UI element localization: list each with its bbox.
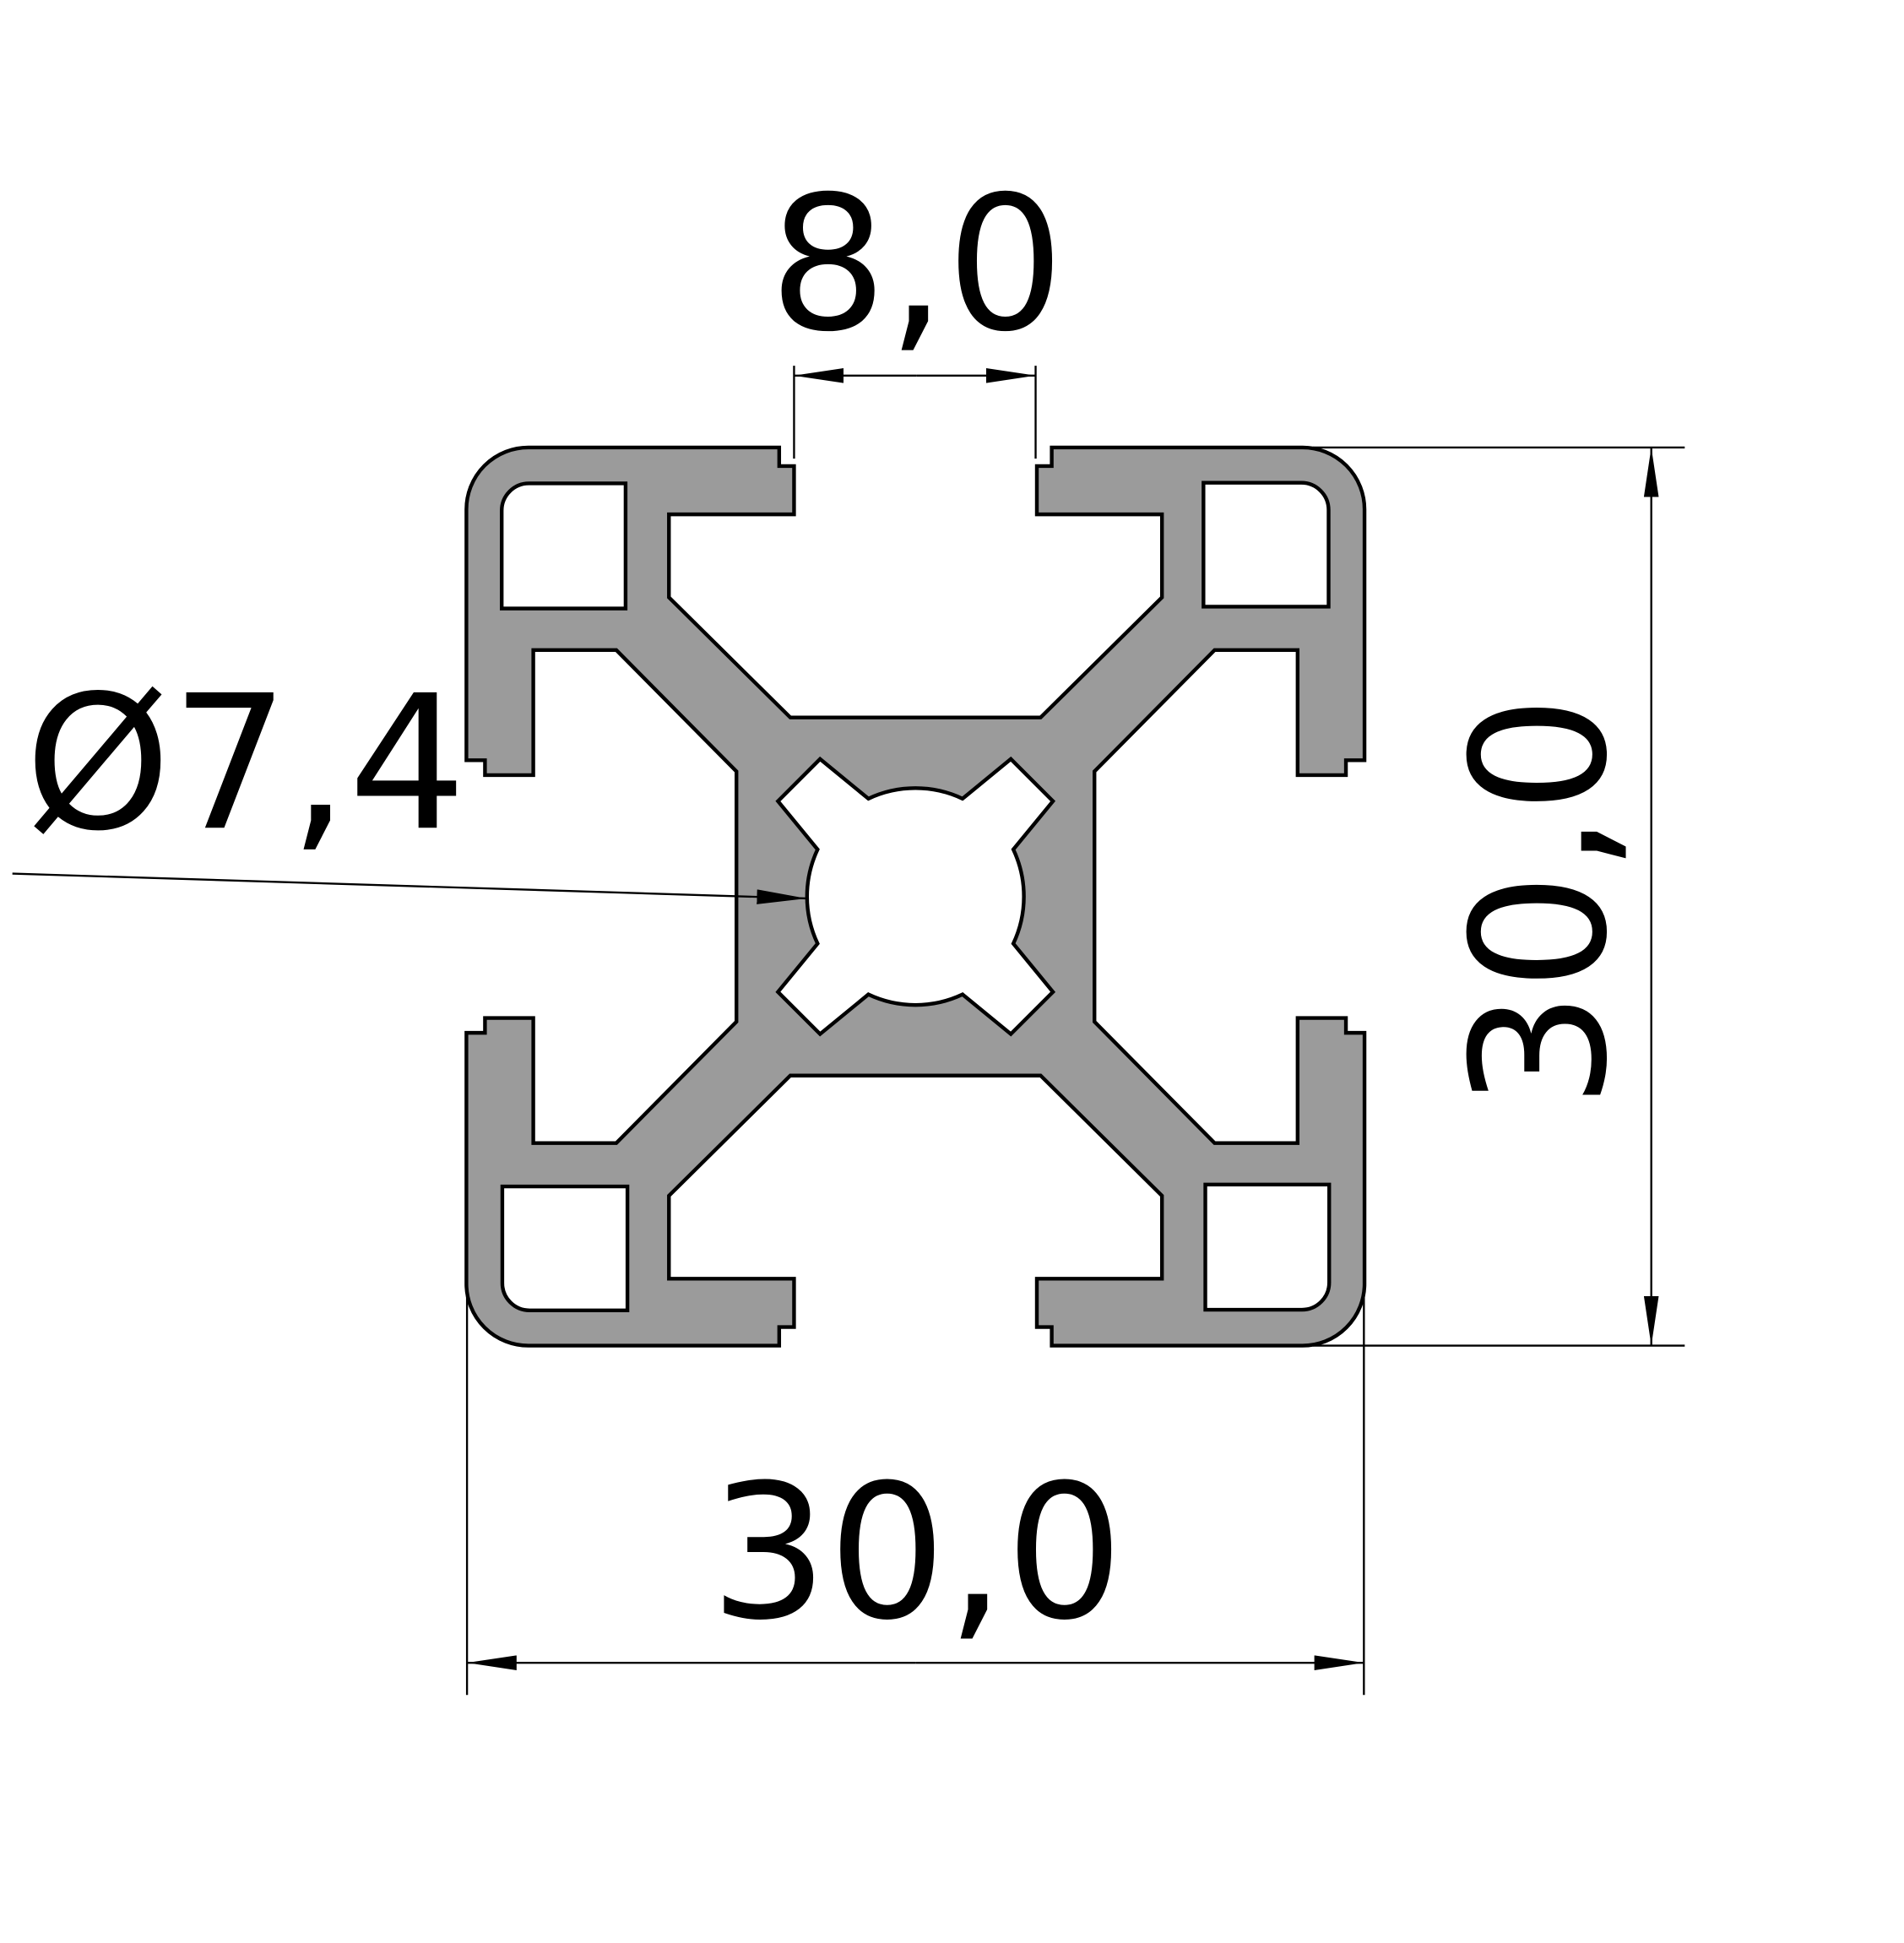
slot-width-label: 8,0	[769, 156, 1065, 372]
height-label: 30,0	[1432, 695, 1648, 1109]
corner-cavities	[499, 480, 1332, 1312]
height-dimension: 30,0	[1313, 446, 1685, 1347]
bore-diameter-label: Ø7,4	[24, 655, 466, 871]
corner-cavity	[1202, 480, 1331, 609]
corner-cavity	[500, 1184, 630, 1312]
slot-width-dimension: 8,0	[769, 156, 1065, 459]
profile-section	[464, 445, 1367, 1348]
corner-cavity	[1203, 1182, 1332, 1312]
center-bore	[775, 756, 1056, 1037]
corner-cavity	[499, 481, 628, 611]
width-dimension: 30,0	[465, 1289, 1365, 1696]
leader-line	[12, 872, 807, 904]
bore-diameter-dimension: Ø7,4	[12, 655, 807, 904]
width-label: 30,0	[710, 1445, 1124, 1661]
